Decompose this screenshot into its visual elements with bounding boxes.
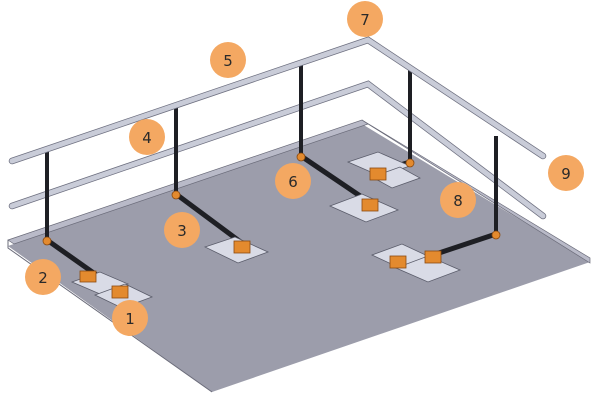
svg-text:9: 9 (561, 165, 571, 183)
svg-text:8: 8 (453, 192, 463, 210)
svg-text:3: 3 (177, 222, 187, 240)
callout-2: 2 (25, 259, 61, 295)
callout-8: 8 (440, 182, 476, 218)
svg-text:2: 2 (38, 269, 48, 287)
svg-text:7: 7 (360, 11, 370, 29)
callout-9: 9 (548, 155, 584, 191)
svg-text:5: 5 (223, 52, 233, 70)
callout-7: 7 (347, 1, 383, 37)
callout-3: 3 (164, 212, 200, 248)
svg-text:6: 6 (288, 173, 298, 191)
callout-6: 6 (275, 163, 311, 199)
svg-text:4: 4 (142, 129, 152, 147)
svg-text:1: 1 (125, 310, 135, 328)
callout-4: 4 (129, 119, 165, 155)
top-rail (8, 36, 547, 165)
guardrail-rails (8, 80, 547, 220)
ballast-supports (42, 151, 501, 309)
callout-1: 1 (112, 300, 148, 336)
posts (45, 62, 498, 240)
callout-5: 5 (210, 42, 246, 78)
